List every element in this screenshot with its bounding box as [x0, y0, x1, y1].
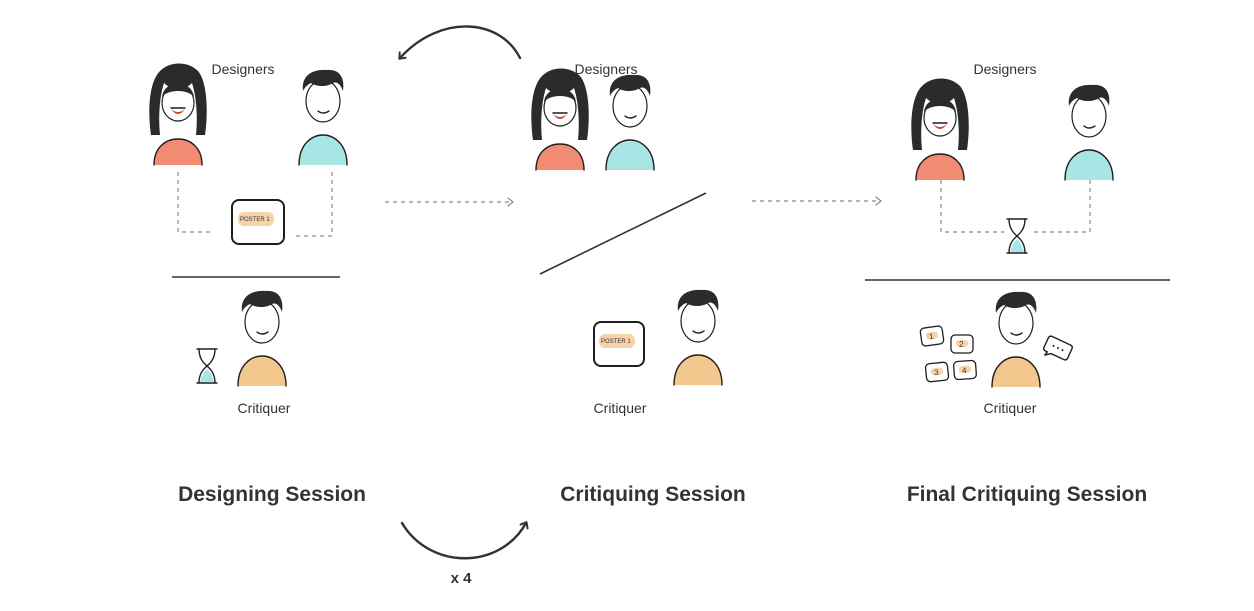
critiquing-session: POSTER 1	[530, 67, 723, 386]
poster-label: POSTER 1	[240, 217, 270, 223]
speech-bubble-icon	[1043, 335, 1073, 361]
card-3: 3	[924, 361, 950, 383]
diagonal-divider	[539, 192, 707, 275]
critiquer-avatar	[237, 290, 287, 387]
designer-female-avatar	[910, 77, 970, 181]
critiquer-label: Critiquer	[593, 400, 647, 416]
poster-label: POSTER 1	[601, 339, 631, 345]
loop-arrow-icon	[398, 25, 522, 60]
designers-label: Designers	[211, 61, 275, 77]
designer-male-avatar	[298, 69, 348, 166]
card-4: 4	[953, 359, 977, 381]
session-title: Final Critiquing Session	[906, 483, 1148, 506]
designer-male-avatar	[605, 74, 655, 171]
svg-text:4: 4	[962, 366, 968, 375]
critiquer-avatar	[673, 289, 723, 386]
session-title: Designing Session	[178, 483, 366, 506]
designers-label: Designers	[574, 61, 638, 77]
loop-arrow-icon	[400, 521, 529, 560]
connector-right	[1030, 180, 1091, 233]
critiquer-label: Critiquer	[237, 400, 291, 416]
critiquer-avatar	[991, 291, 1041, 388]
poster-icon: POSTER 1	[593, 321, 645, 367]
session-title: Critiquing Session	[560, 483, 746, 506]
poster-icon: POSTER 1	[231, 199, 285, 245]
svg-text:2: 2	[959, 340, 964, 349]
final-critiquing-session: 1 2 3 4	[865, 77, 1170, 388]
designing-session: POSTER 1	[148, 62, 348, 387]
connector-left	[940, 180, 1004, 233]
designer-male-avatar	[1064, 84, 1114, 181]
card-1: 1	[919, 325, 945, 347]
svg-text:3: 3	[934, 368, 940, 377]
svg-text:1: 1	[928, 332, 934, 342]
designer-female-avatar	[148, 62, 208, 166]
hourglass-icon	[196, 348, 218, 384]
hourglass-icon	[1006, 218, 1028, 254]
designer-female-avatar	[530, 67, 590, 171]
critiquer-label: Critiquer	[983, 400, 1037, 416]
designers-label: Designers	[973, 61, 1037, 77]
connector-left	[177, 172, 212, 233]
critique-cards: 1 2 3 4	[919, 325, 977, 383]
card-2: 2	[950, 334, 974, 354]
connector-right	[296, 172, 333, 237]
repeat-count-label: x 4	[450, 570, 472, 587]
